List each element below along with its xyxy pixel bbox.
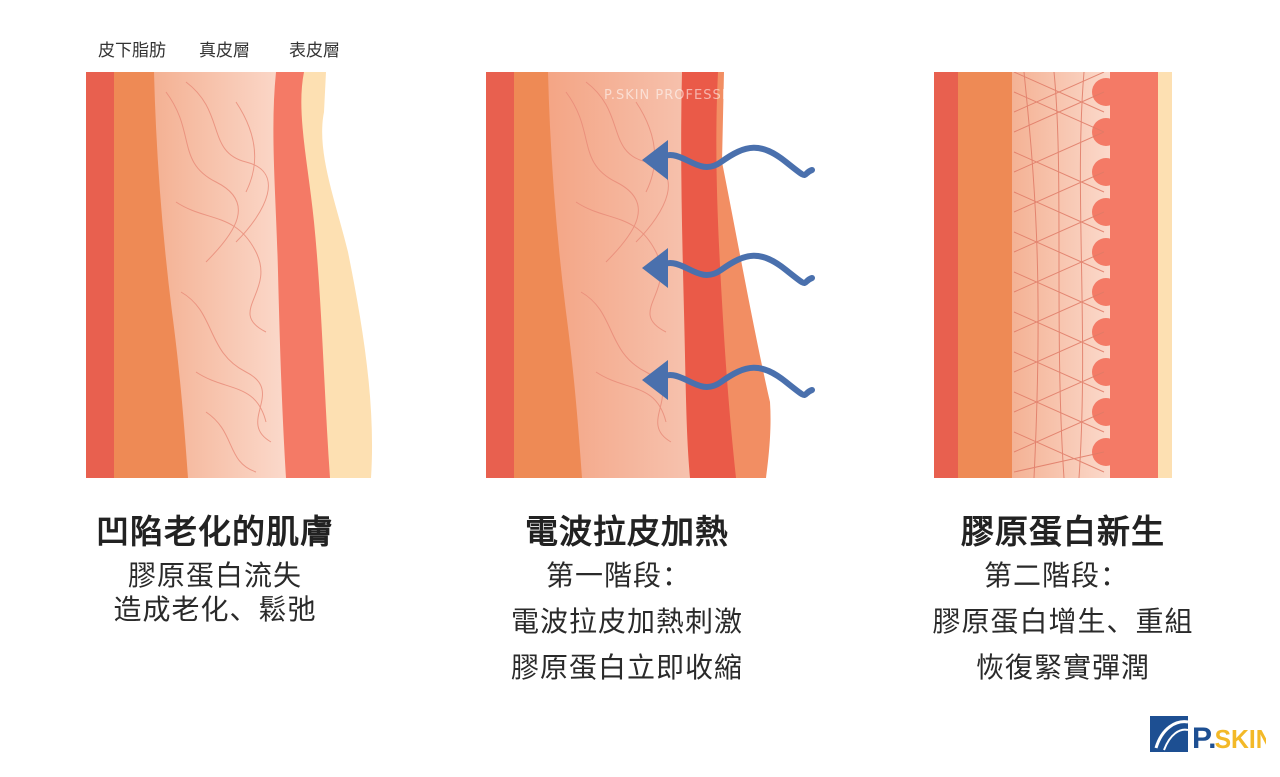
caption-line: 造成老化、鬆弛: [113, 593, 317, 626]
label-subcutaneous-fat: 皮下脂肪: [98, 41, 166, 61]
surface-layer: [1156, 72, 1172, 478]
fat-dark-layer: [86, 72, 114, 478]
panel-aging-skin: [86, 72, 376, 478]
arrow-left-icon: [642, 360, 668, 400]
svg-text:P.: P.: [1192, 722, 1216, 755]
caption-title: 凹陷老化的肌膚: [96, 512, 334, 551]
label-epidermis: 表皮層: [289, 41, 340, 61]
caption-collagen-renewal: 膠原蛋白新生 第二階段： 膠原蛋白增生、重組 恢復緊實彈潤: [918, 505, 1208, 691]
caption-title: 膠原蛋白新生: [961, 512, 1165, 551]
epidermis-layer: [266, 72, 330, 478]
arrow-left-icon: [642, 248, 668, 288]
caption-line: 膠原蛋白立即收縮: [510, 651, 743, 684]
fat-layer: [956, 72, 1012, 478]
caption-line: 第二階段：: [984, 559, 1130, 592]
svg-text:SKIN: SKIN: [1215, 725, 1266, 754]
pskin-logo: P. SKIN: [1150, 712, 1274, 756]
label-dermis: 真皮層: [199, 41, 250, 61]
fat-dark-layer: [486, 72, 514, 478]
caption-line: 第一階段：: [546, 559, 692, 592]
caption-line: 膠原蛋白增生、重組: [932, 605, 1194, 638]
caption-aging: 凹陷老化的肌膚 膠原蛋白流失 造成老化、鬆弛: [70, 505, 360, 627]
panel-collagen-renewal: [934, 72, 1174, 478]
arrow-left-icon: [642, 140, 668, 180]
caption-title: 電波拉皮加熱: [525, 512, 729, 551]
caption-rf-heating: 電波拉皮加熱 第一階段： 電波拉皮加熱刺激 膠原蛋白立即收縮: [482, 505, 772, 691]
watermark-text: P.SKIN PROFESSIONAL: [604, 88, 767, 103]
caption-line: 膠原蛋白流失: [127, 559, 302, 592]
panel-rf-heating: [486, 72, 816, 478]
rf-wave-icon: [653, 144, 815, 398]
fat-dark-layer: [934, 72, 958, 478]
caption-line: 電波拉皮加熱刺激: [510, 605, 743, 638]
caption-line: 恢復緊實彈潤: [975, 651, 1150, 684]
